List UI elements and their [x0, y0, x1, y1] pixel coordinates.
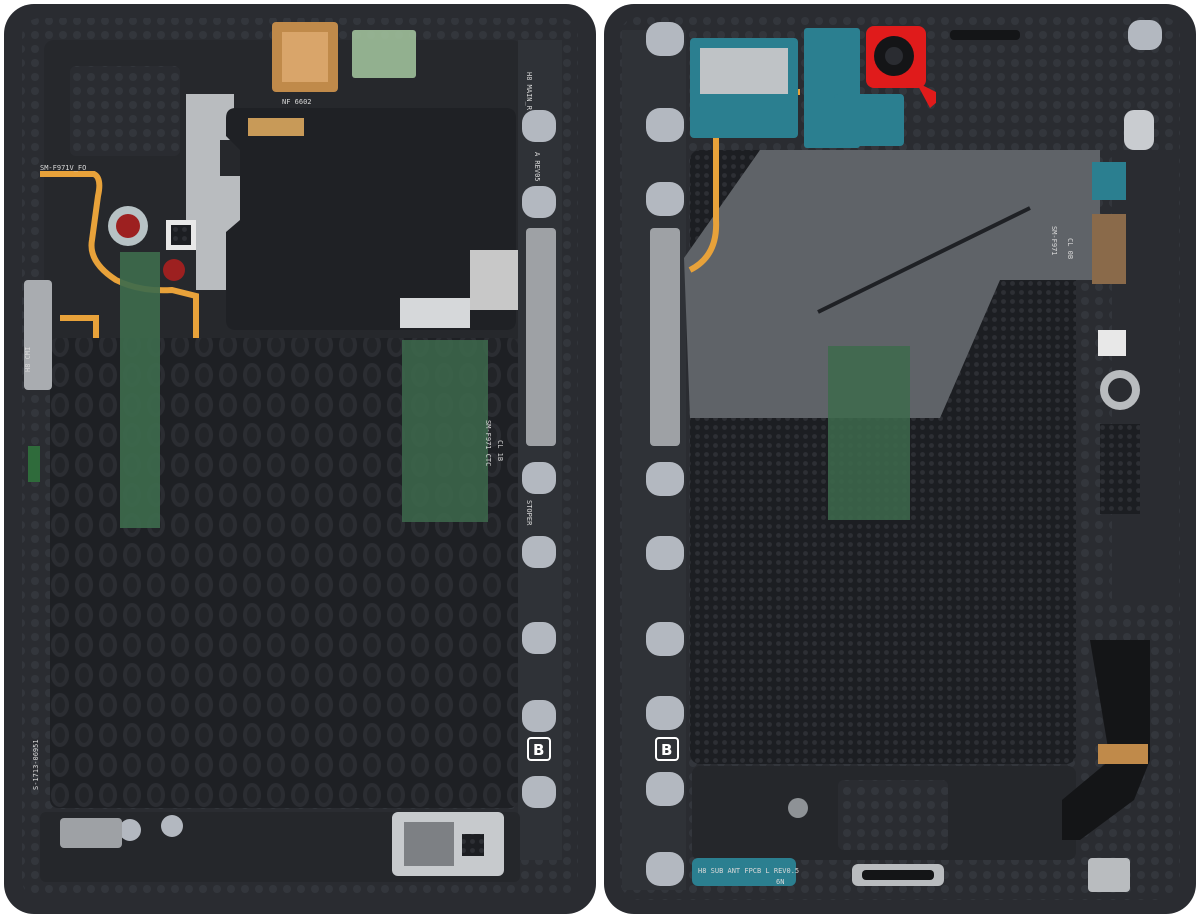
bottom-right-hole [788, 798, 808, 818]
marker-right [655, 737, 679, 761]
qr-label-right [1098, 330, 1126, 356]
flex-slot [817, 206, 1031, 314]
nfc-flex [248, 118, 304, 136]
ribbon-connector [1098, 744, 1148, 764]
nfc-connector-inner [282, 32, 328, 82]
foam-pads-right [646, 22, 684, 886]
earpiece-slot [950, 30, 1020, 40]
camera-lens-inner [885, 47, 903, 65]
speaker-grille [404, 822, 454, 866]
right-pad-1 [1128, 20, 1162, 50]
nfc-part-label: NF 6602 [282, 98, 312, 106]
red-screw-1-head [116, 214, 140, 238]
led-strip [28, 446, 40, 482]
hinge-strip-right [622, 30, 686, 890]
hinge-bracket-right [650, 228, 680, 446]
contact-strip [1100, 424, 1140, 514]
marker-left [527, 737, 551, 761]
bottom-right-block [1088, 858, 1130, 892]
bottom-pad-2 [161, 815, 183, 837]
left-half: NF 6602 SM-F971V_FO SM-F971 CTC CL 1B [4, 4, 596, 914]
board-left-label: H8 CMI [24, 347, 32, 372]
battery-left [50, 338, 518, 808]
pulltab-flex [470, 250, 518, 310]
right-half: B SM-F971 CL 0B [604, 4, 1196, 914]
sub-ant-fpcb [692, 858, 796, 886]
marker-right-label: B [661, 741, 672, 759]
screw-ring-inner [1108, 378, 1132, 402]
qr-label-left-inner [171, 225, 191, 245]
right-pad-2 [1124, 110, 1154, 150]
foam-pads-left [522, 110, 556, 808]
rev-left-label: CL 1B [496, 440, 504, 461]
red-screw-2 [163, 259, 185, 281]
ribbon-bottom-right [1062, 640, 1150, 840]
sim-slots [700, 48, 788, 94]
sub-ant-label: H8 SUB ANT FPCB L REV0.5 [698, 867, 799, 875]
model-left-label: SM-F971 CTC [484, 420, 492, 466]
camera-board [834, 94, 904, 146]
id-bottom-left: S-1713-06951 [32, 739, 40, 790]
tape-left-vertical [120, 252, 160, 528]
tape-top [352, 30, 416, 78]
connector-right [1092, 162, 1126, 200]
tape-left-pulltab [402, 340, 488, 522]
rev-right-label: CL 0B [1066, 238, 1074, 259]
left-dimple-block [70, 66, 180, 156]
speaker-qr [462, 834, 484, 856]
tape-right [828, 346, 910, 520]
bottom-bracket-left [60, 818, 122, 848]
pulltab-bracket [400, 298, 470, 328]
sub-ant-tag: 6N [776, 878, 784, 886]
hinge-bracket-left [526, 228, 556, 446]
marker-left-label: B [533, 741, 544, 759]
left-side-bracket [24, 280, 52, 390]
bottom-pad-1 [119, 819, 141, 841]
side-code-a: H8 MAIN_R [525, 72, 533, 111]
flex-left-label: SM-F971V_FO [40, 164, 86, 172]
model-right-label: SM-F971 [1050, 226, 1058, 256]
grey-flex-cable [684, 150, 1100, 418]
side-code-c: STOPER [525, 500, 533, 526]
bottom-right-dimple [838, 780, 948, 850]
top-right-dimple [936, 40, 1114, 142]
usb-port-inner [862, 870, 934, 880]
side-code-b: A REV05 [533, 152, 541, 182]
connector-right-2 [1092, 214, 1126, 284]
dark-shield [226, 108, 516, 330]
